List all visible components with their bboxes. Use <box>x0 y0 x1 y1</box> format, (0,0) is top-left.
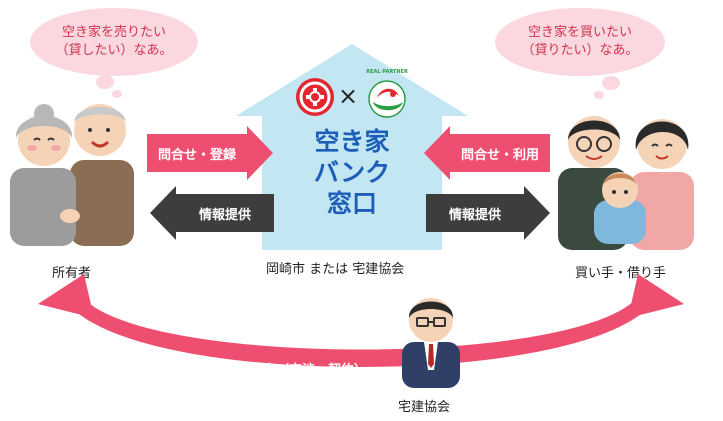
city-emblem-icon <box>296 78 334 116</box>
arrow-owner-info-label: 情報提供 <box>176 194 274 232</box>
realtor-logo-icon <box>368 80 406 118</box>
house-shape <box>236 44 468 250</box>
arrow-buyer-info: 情報提供 <box>426 186 550 240</box>
arrow-owner-inquiry-label: 問合せ・登録 <box>147 134 247 172</box>
bubble-right-tail-1 <box>602 76 620 90</box>
arrow-buyer-info-label: 情報提供 <box>426 194 524 232</box>
realtor-agent-illustration <box>402 298 460 388</box>
bubble-right-line1: 空き家を買いたい <box>527 25 632 40</box>
akiya-bank-title: 空き家 バンク 窓口 <box>272 126 432 219</box>
bubble-right: 空き家を買いたい （貸りたい）なあ。 <box>495 8 665 76</box>
arrow-buyer-inquiry-label: 問合せ・利用 <box>450 134 550 172</box>
times-symbol: × <box>338 82 359 110</box>
arrow-buyer-inquiry: 問合せ・利用 <box>424 126 550 180</box>
realtor-logo-text: REAL PARTNER <box>366 69 408 75</box>
bubble-left-tail-1 <box>96 75 114 89</box>
bubble-right-line2: （貸りたい）なあ。 <box>521 43 639 58</box>
bubble-left-line1: 空き家を売りたい <box>61 25 166 40</box>
mediation-arrow <box>38 274 684 367</box>
mediation-label: 仲介（交渉・契約） <box>250 363 368 378</box>
bubble-right-tail-2 <box>594 91 604 99</box>
buyer-family-illustration <box>558 116 694 250</box>
akiya-bank-title-line3: 窓口 <box>326 189 377 218</box>
akiya-bank-title-line2: バンク <box>313 158 391 187</box>
bubble-left: 空き家を売りたい （貸したい）なあ。 <box>30 8 198 76</box>
akiya-bank-title-line1: 空き家 <box>314 127 390 156</box>
arrow-owner-inquiry: 問合せ・登録 <box>147 126 273 180</box>
arrow-owner-info: 情報提供 <box>150 186 274 240</box>
bubble-left-tail-2 <box>112 90 122 98</box>
agent-label: 宅建協会 <box>398 400 451 415</box>
buyer-label: 買い手・借り手 <box>575 266 667 281</box>
bubble-left-line2: （貸したい）なあ。 <box>55 43 173 58</box>
owner-couple-illustration <box>10 104 134 246</box>
center-caption: 岡崎市 または 宅建協会 <box>266 262 405 277</box>
